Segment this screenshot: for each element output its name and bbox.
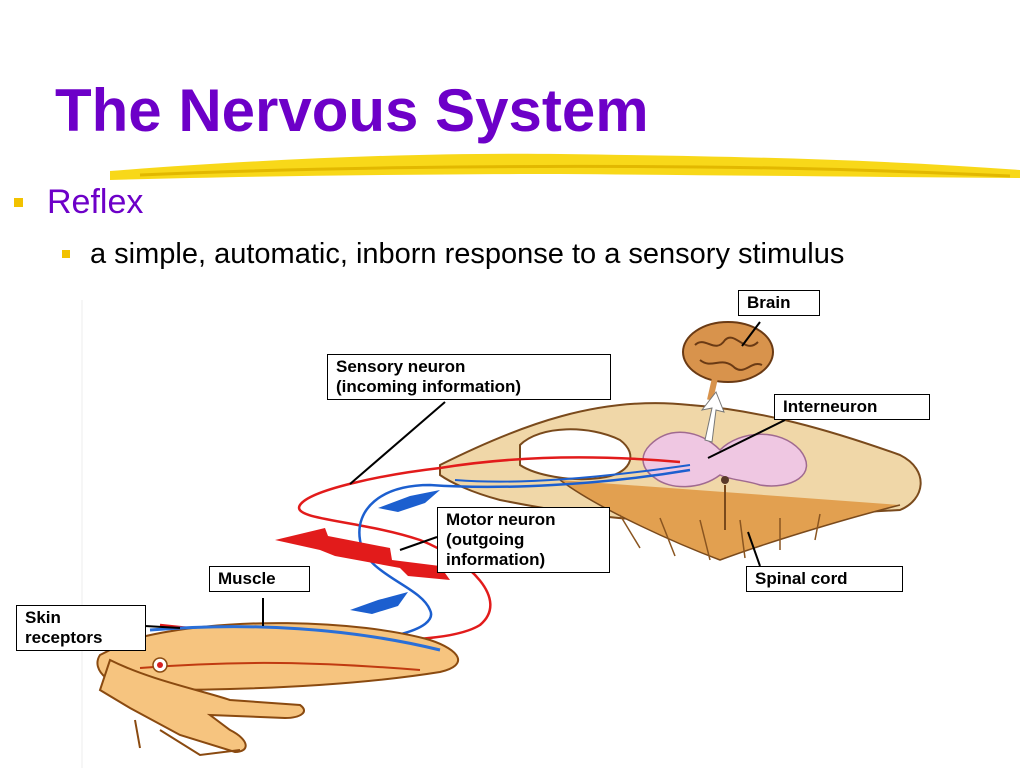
bullet-text: Reflex — [47, 183, 144, 221]
bullet-reflex: Reflex — [14, 182, 143, 222]
sub-bullet-text: a simple, automatic, inborn response to … — [90, 238, 845, 270]
red-arrow-icon — [275, 528, 450, 580]
bullet-square-icon — [62, 250, 70, 258]
spinal-cord-drawing — [439, 402, 922, 561]
label-sensory-neuron: Sensory neuron (incoming information) — [327, 354, 611, 400]
sub-bullet-definition: a simple, automatic, inborn response to … — [62, 236, 844, 272]
label-motor-neuron: Motor neuron (outgoing information) — [437, 507, 610, 573]
blue-arrow-icon — [350, 592, 408, 614]
arm-and-skin-drawing — [96, 622, 460, 757]
label-spinal-cord: Spinal cord — [746, 566, 903, 592]
label-interneuron: Interneuron — [774, 394, 930, 420]
label-leader-lines — [144, 321, 786, 629]
label-muscle: Muscle — [209, 566, 310, 592]
brain-drawing — [682, 321, 774, 443]
bullet-square-icon — [14, 197, 23, 207]
slide-title: The Nervous System — [55, 77, 649, 144]
blue-arrow-icon — [378, 490, 440, 512]
label-skin-receptors: Skin receptors — [16, 605, 146, 651]
label-brain: Brain — [738, 290, 820, 316]
